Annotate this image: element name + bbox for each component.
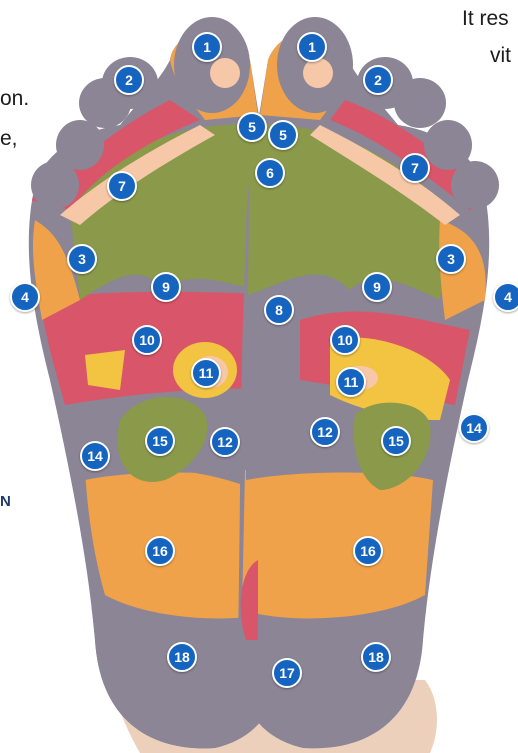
text-fragment-left-3: N: [0, 494, 11, 509]
zone-marker-left-3: 3: [67, 244, 97, 274]
text-fragment-left-1: on.: [0, 88, 29, 109]
right-foot: [230, 0, 518, 753]
zone-marker-right-1: 1: [297, 32, 327, 62]
zone-marker-left-4: 4: [10, 282, 40, 312]
zone-marker-left-9: 9: [151, 272, 181, 302]
zone-marker-center-17: 17: [272, 658, 302, 688]
zone-marker-right-5: 5: [268, 120, 298, 150]
zone-marker-left-16: 16: [145, 536, 175, 566]
zone-marker-right-12: 12: [310, 417, 340, 447]
zone-marker-right-14: 14: [459, 413, 489, 443]
zone-marker-left-18: 18: [167, 642, 197, 672]
zone-marker-left-7: 7: [107, 171, 137, 201]
text-fragment-top-right-2: vit: [490, 45, 511, 66]
zone-marker-left-11: 11: [191, 358, 221, 388]
zone-marker-left-14: 14: [80, 441, 110, 471]
zone-marker-right-2: 2: [363, 65, 393, 95]
zone-marker-right-11: 11: [336, 367, 366, 397]
zone-marker-right-15: 15: [381, 426, 411, 456]
zone-marker-left-12: 12: [210, 427, 240, 457]
zone-marker-right-10: 10: [330, 325, 360, 355]
zone-marker-left-2: 2: [114, 65, 144, 95]
zone-marker-left-10: 10: [132, 325, 162, 355]
zone-marker-right-18: 18: [361, 642, 391, 672]
zone-marker-right-16: 16: [353, 536, 383, 566]
text-fragment-top-right-1: It res: [462, 8, 509, 29]
text-fragment-left-2: e,: [0, 128, 18, 149]
zone-marker-center-8: 8: [264, 295, 294, 325]
zone-marker-left-15: 15: [145, 426, 175, 456]
zone-marker-left-5: 5: [237, 112, 267, 142]
zone-marker-left-1: 1: [192, 32, 222, 62]
zone-marker-right-9: 9: [362, 272, 392, 302]
zone-marker-right-7: 7: [400, 153, 430, 183]
zone-marker-right-4: 4: [493, 282, 518, 312]
zone-marker-right-3: 3: [436, 244, 466, 274]
zone-marker-center-6: 6: [255, 158, 285, 188]
